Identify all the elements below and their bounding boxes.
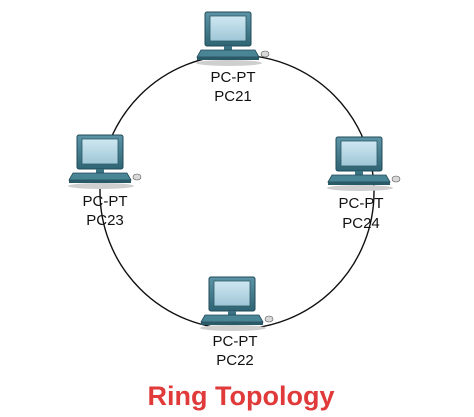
node-name-label: PC22	[216, 352, 254, 369]
desktop-pc-icon	[67, 134, 142, 190]
diagram-caption: Ring Topology	[148, 381, 335, 411]
node-type-label: PC-PT	[339, 195, 384, 212]
desktop-pc-icon	[195, 11, 270, 67]
node-name-label: PC24	[342, 215, 380, 232]
node-type-label: PC-PT	[213, 333, 258, 350]
node-pc24[interactable]: PC-PT PC24	[326, 136, 401, 232]
node-pc21[interactable]: PC-PT PC21	[195, 11, 270, 108]
desktop-pc-icon	[326, 136, 401, 192]
node-pc23[interactable]: PC-PT PC23	[67, 134, 142, 229]
desktop-pc-icon	[199, 276, 274, 332]
node-name-label: PC23	[86, 212, 124, 229]
node-name-label: PC21	[214, 88, 252, 105]
node-pc22[interactable]: PC-PT PC22	[199, 276, 274, 370]
node-type-label: PC-PT	[211, 69, 256, 86]
node-type-label: PC-PT	[83, 193, 128, 210]
